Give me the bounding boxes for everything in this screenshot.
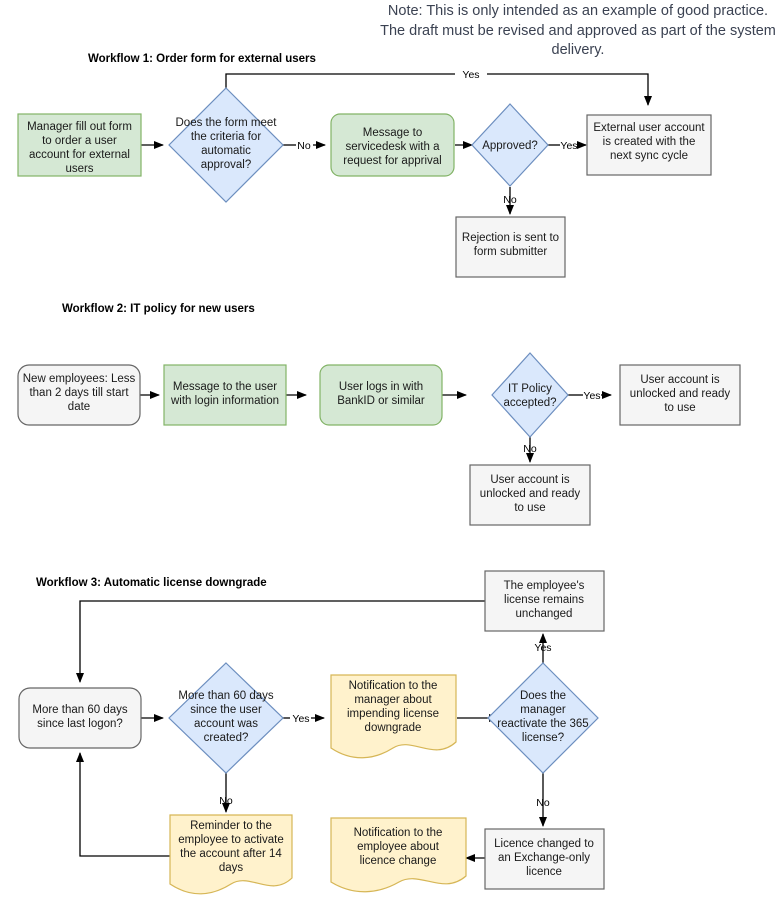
node-w2-n4: IT Policy accepted?: [491, 352, 569, 438]
node-w3-n2: More than 60 days since the user account…: [168, 662, 284, 774]
node-w1-n3-line-1: servicedesk with a: [346, 141, 441, 153]
node-w2-n5-line-2: to use: [664, 402, 695, 414]
edge-w3-n5-n1-feedback: [76, 600, 485, 683]
node-w1-n6-line-1: form submitter: [474, 246, 548, 258]
node-w3-n4-line-0: Does the: [520, 690, 566, 702]
workflow-2-title: Workflow 2: IT policy for new users: [62, 303, 255, 315]
note-text: Note: This is only intended as an exampl…: [380, 3, 776, 59]
node-w2-n6-line-2: to use: [514, 502, 545, 514]
node-w2-n5: User account is unlocked and ready to us…: [619, 364, 741, 426]
node-w3-n3-line-0: Notification to the: [349, 680, 438, 692]
node-w2-n1-line-1: than 2 days till start: [29, 387, 129, 399]
node-w2-n1-line-0: New employees: Less: [23, 373, 136, 385]
node-w1-n2-line-1: the criteria for: [191, 131, 261, 143]
node-w1-n5-line-1: is created with the: [603, 136, 696, 148]
node-w3-n6-line-1: employee to activate: [178, 834, 283, 846]
node-w1-n3-line-0: Message to: [363, 127, 422, 139]
edge-label-w3-no: No: [219, 795, 233, 807]
node-w3-n4-line-3: license?: [522, 732, 564, 744]
node-w1-n3: Message to servicedesk with a request fo…: [330, 113, 455, 177]
node-w2-n2-line-0: Message to the user: [173, 381, 277, 393]
edge-label-bg-w1-yes: [455, 66, 487, 82]
node-w2-n4-line-0: IT Policy: [508, 383, 552, 395]
node-w3-n7-line-0: Notification to the: [354, 827, 443, 839]
node-w1-n1-line-2: account for external: [29, 149, 130, 161]
node-w3-n3-line-2: impending license: [347, 708, 439, 720]
node-w3-n8-line-2: licence: [526, 866, 562, 878]
node-w3-n7-line-1: employee about: [357, 841, 440, 853]
node-w3-n2-line-0: More than 60 days: [178, 690, 274, 702]
node-w3-n1-line-0: More than 60 days: [32, 704, 128, 716]
node-w2-n5-line-0: User account is: [640, 374, 720, 386]
node-w3-n5-line-1: license remains: [504, 594, 584, 606]
node-w2-n6-line-1: unlocked and ready: [480, 488, 581, 500]
edge-label-w1-no2: No: [503, 194, 517, 206]
node-w1-n4: Approved?: [471, 103, 549, 187]
node-w2-n6: User account is unlocked and ready to us…: [469, 464, 591, 526]
edge-label-w2-no: No: [523, 443, 537, 455]
node-w3-n4-line-1: manager: [520, 704, 566, 716]
node-w1-n1: Manager fill out form to order a user ac…: [17, 113, 142, 177]
node-w3-n1-line-1: since last logon?: [37, 718, 123, 730]
node-w1-n6-line-0: Rejection is sent to: [462, 232, 559, 244]
node-w2-n6-line-0: User account is: [490, 474, 570, 486]
node-w2-n2-line-1: with login information: [170, 395, 279, 407]
node-w3-n3-line-1: manager about: [354, 694, 432, 706]
node-w3-n2-line-3: created?: [204, 732, 249, 744]
node-w3-n6-line-0: Reminder to the: [190, 820, 272, 832]
node-w3-n2-line-2: account was: [194, 718, 258, 730]
node-w3-n7: Notification to the employee about licen…: [330, 817, 467, 893]
node-w2-n5-line-1: unlocked and ready: [630, 388, 731, 400]
node-w3-n3: Notification to the manager about impend…: [330, 674, 457, 759]
node-w3-n1: More than 60 days since last logon?: [18, 687, 142, 749]
node-w2-n3-line-1: BankID or similar: [337, 395, 425, 407]
node-w3-n7-line-2: licence change: [360, 855, 437, 867]
node-w1-n2-line-0: Does the form meet: [176, 117, 278, 129]
node-w1-n2: Does the form meet the criteria for auto…: [168, 87, 284, 203]
edge-label-w3-yes: Yes: [292, 713, 309, 725]
edge-label-w1-yes: Yes: [462, 69, 479, 81]
node-w2-n3-line-0: User logs in with: [339, 381, 423, 393]
node-w3-n3-line-3: downgrade: [365, 722, 422, 734]
node-w3-n5: The employee's license remains unchanged: [484, 570, 605, 632]
workflow-1-title: Workflow 1: Order form for external user…: [88, 53, 316, 65]
edge-label-w1-yes2: Yes: [560, 140, 577, 152]
node-w3-n4: Does the manager reactivate the 365 lice…: [487, 662, 599, 774]
node-w3-n6-line-3: days: [219, 862, 244, 874]
node-w3-n8: Licence changed to an Exchange-only lice…: [484, 828, 605, 890]
edge-w1-n2-yes: [225, 73, 652, 106]
node-w1-n6: Rejection is sent to form submitter: [455, 216, 566, 278]
edge-label-w1-no: No: [297, 140, 311, 152]
node-w1-n2-line-2: automatic: [201, 145, 251, 157]
node-w2-n2: Message to the user with login informati…: [163, 364, 287, 426]
node-w1-n5: External user account is created with th…: [586, 114, 712, 176]
node-w3-n6-line-2: the account after 14: [180, 848, 282, 860]
node-w3-n4-line-2: reactivate the 365: [497, 718, 588, 730]
node-w1-n1-line-1: to order a user: [42, 135, 117, 147]
node-w1-n1-line-0: Manager fill out form: [27, 121, 132, 133]
node-w3-n5-line-0: The employee's: [504, 580, 585, 592]
node-w1-n5-line-2: next sync cycle: [610, 150, 688, 162]
node-w2-n3: User logs in with BankID or similar: [319, 364, 443, 426]
edge-label-w2-yes: Yes: [583, 390, 600, 402]
node-w3-n2-line-1: since the user: [190, 704, 262, 716]
node-w2-n1-line-2: date: [68, 401, 90, 413]
edge-label-w3-no2: No: [536, 797, 550, 809]
node-w1-n2-line-3: approval?: [201, 159, 252, 171]
node-w3-n8-line-0: Licence changed to: [494, 838, 594, 850]
node-w3-n8-line-1: an Exchange-only: [498, 852, 590, 864]
node-w3-n6: Reminder to the employee to activate the…: [169, 814, 293, 895]
node-w2-n1: New employees: Less than 2 days till sta…: [17, 364, 141, 426]
edge-label-w3-yes2: Yes: [534, 642, 551, 654]
edge-w3-n6-n1-feedback: [76, 752, 170, 857]
node-w3-n5-line-2: unchanged: [516, 608, 573, 620]
node-w2-n4-line-1: accepted?: [503, 397, 556, 409]
node-w1-n4-line-0: Approved?: [482, 140, 538, 152]
workflow-3-title: Workflow 3: Automatic license downgrade: [36, 577, 267, 589]
node-w1-n5-line-0: External user account: [593, 122, 705, 134]
node-w1-n1-line-3: users: [65, 163, 93, 175]
node-w1-n3-line-2: request for apprival: [343, 155, 441, 167]
